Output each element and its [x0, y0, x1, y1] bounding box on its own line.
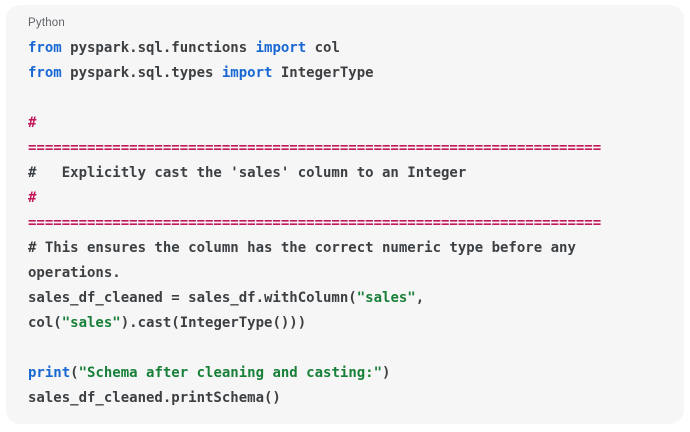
code-token: # This ensures the column has the correc…: [28, 240, 576, 256]
code-line: # Explicitly cast the 'sales' column to …: [28, 161, 668, 186]
code-line: #: [28, 186, 668, 211]
code-token: #: [28, 115, 37, 131]
code-token: ,: [415, 290, 425, 306]
code-token: ): [382, 365, 391, 381]
code-line: ========================================…: [28, 211, 668, 236]
code-card: Python from pyspark.sql.functions import…: [6, 5, 684, 424]
code-line: sales_df_cleaned = sales_df.withColumn("…: [28, 286, 668, 311]
code-token: import: [255, 40, 307, 56]
language-label: Python: [28, 17, 66, 29]
code-line: from pyspark.sql.types import IntegerTyp…: [28, 61, 668, 86]
code-line: operations.: [28, 261, 668, 286]
code-token: sales_df_cleaned.printSchema(): [28, 390, 281, 406]
code-token: col: [306, 40, 340, 56]
code-token: (: [70, 365, 79, 381]
code-line: ========================================…: [28, 136, 668, 161]
code-token: ).cast(IntegerType())): [120, 315, 307, 331]
code-token: "sales": [61, 315, 121, 331]
code-token: ========================================…: [28, 140, 602, 156]
code-line: col("sales").cast(IntegerType())): [28, 311, 668, 336]
code-token: "sales": [356, 290, 416, 306]
code-token: print: [28, 365, 71, 381]
code-token: from: [28, 40, 62, 56]
code-line: #: [28, 111, 668, 136]
code-line: sales_df_cleaned.printSchema(): [28, 386, 668, 411]
code-line: [28, 86, 668, 111]
code-line: from pyspark.sql.functions import col: [28, 36, 668, 61]
code-token: pyspark.sql.types: [61, 65, 222, 81]
code-line: print("Schema after cleaning and casting…: [28, 361, 668, 386]
code-token: sales_df_cleaned = sales_df.withColumn(: [28, 290, 357, 306]
code-token: ========================================…: [28, 215, 602, 231]
code-token: #: [28, 190, 37, 206]
code-line: # This ensures the column has the correc…: [28, 236, 668, 261]
code-token: pyspark.sql.functions: [61, 40, 256, 56]
code-line: [28, 336, 668, 361]
code-token: operations.: [28, 265, 121, 281]
code-token: import: [221, 65, 273, 81]
code-token: col(: [28, 315, 62, 331]
code-token: IntegerType: [272, 65, 374, 81]
code-token: # Explicitly cast the 'sales' column to …: [28, 165, 467, 181]
code-token: from: [28, 65, 62, 81]
code-token: "Schema after cleaning and casting:": [78, 365, 383, 381]
